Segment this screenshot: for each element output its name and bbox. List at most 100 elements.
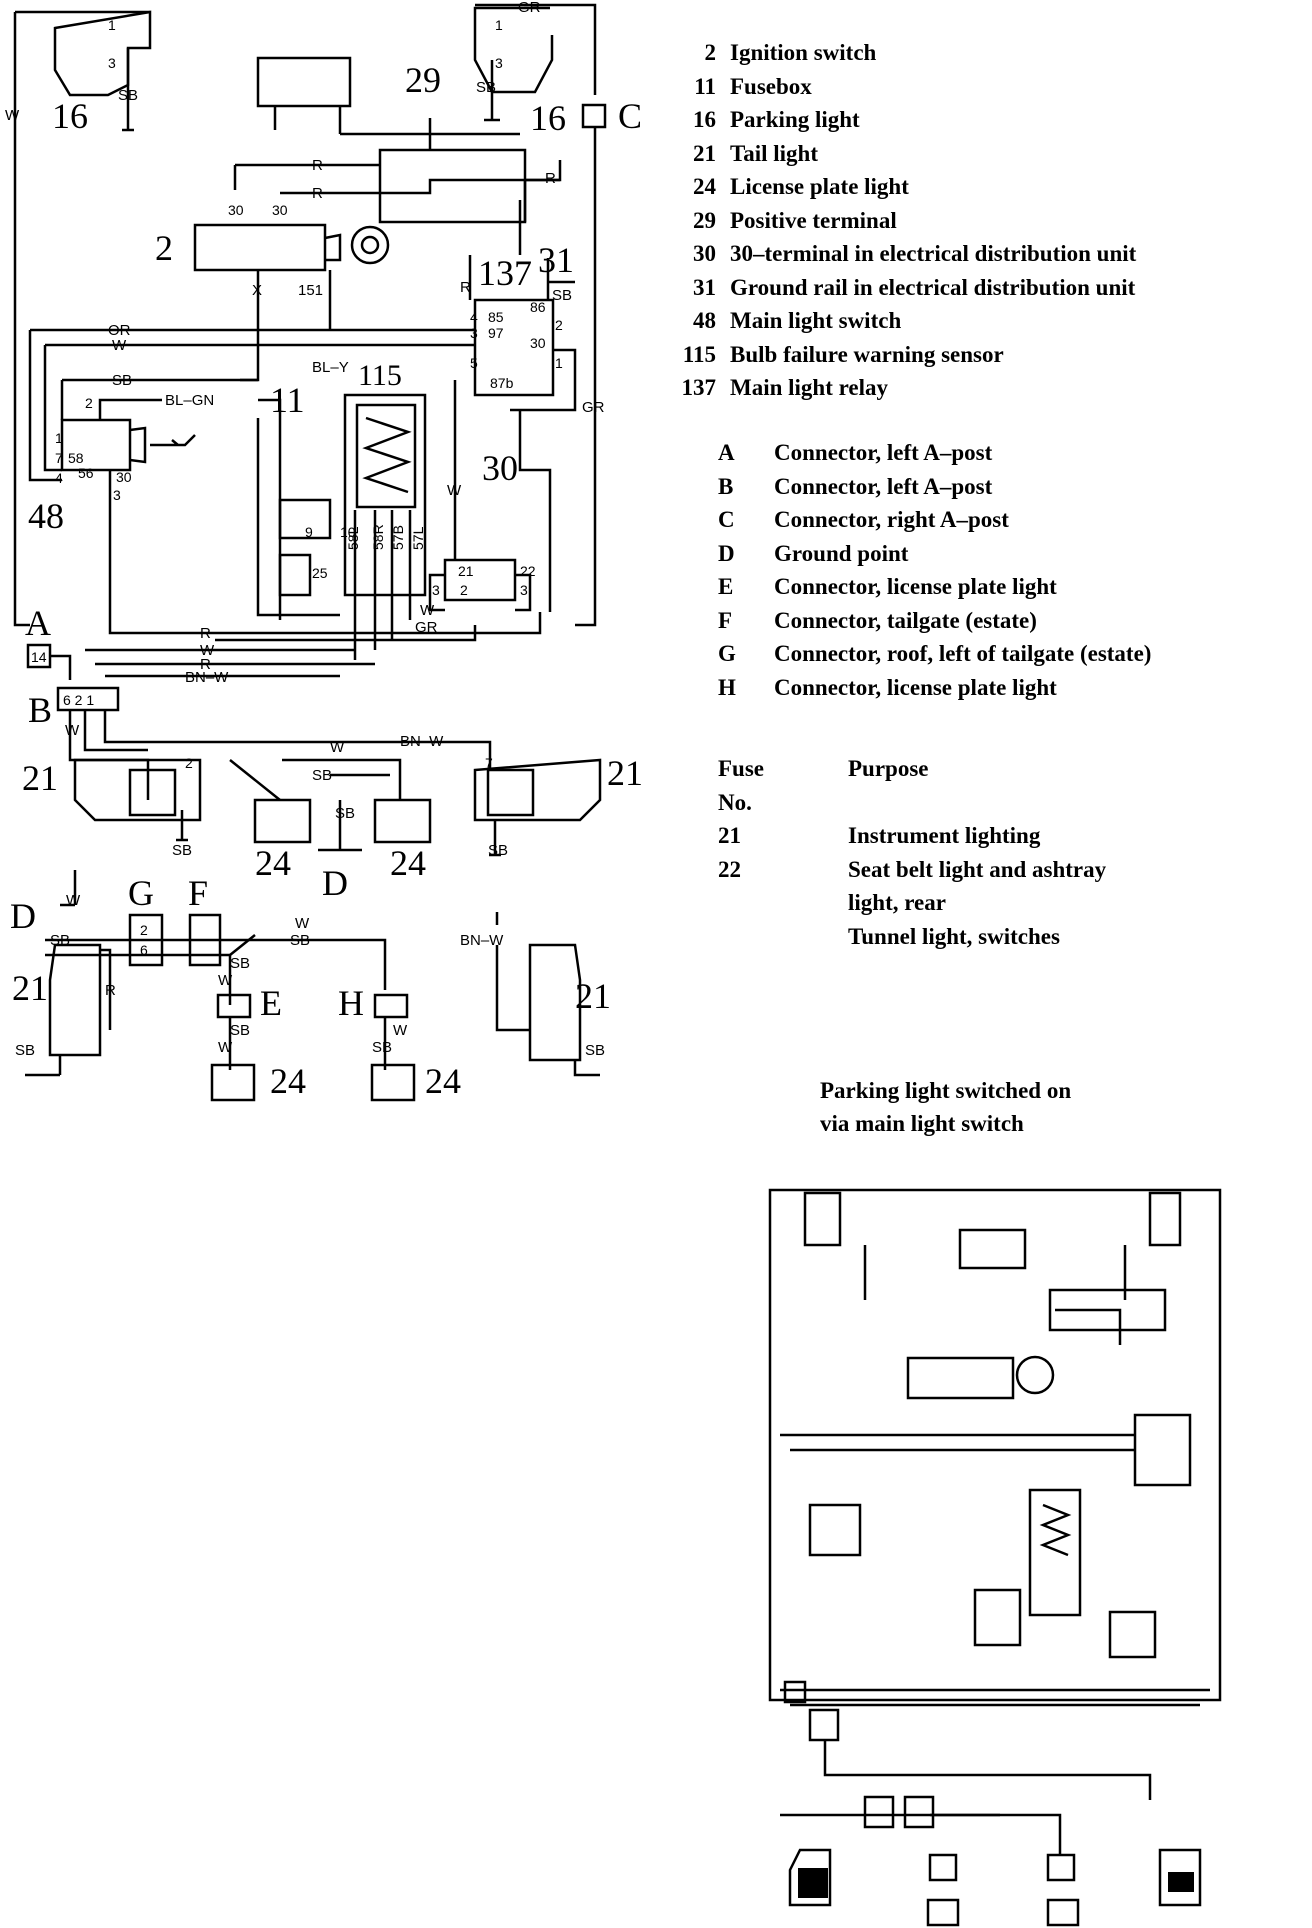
pin-58l: 58L [345, 526, 361, 550]
legend-num: 29 [693, 207, 716, 233]
wire-label-w: W [112, 337, 127, 354]
label-29: 29 [405, 60, 441, 100]
wire-label-sb3: SB [335, 805, 355, 822]
pin-57l: 57L [410, 526, 426, 550]
wire-label-sb2: SB [312, 767, 332, 784]
legend-num: 21 [693, 140, 716, 166]
wire-label-sb11: SB [15, 1042, 35, 1059]
pin-1-relay: 1 [555, 355, 563, 371]
pin-21: 21 [458, 563, 474, 579]
fuse-purpose: light, rear [848, 890, 946, 915]
pin-2-switch: 2 [85, 395, 93, 411]
legend-num: 16 [693, 107, 716, 132]
wire-label-sb8: SB [230, 955, 250, 972]
connector-id: D [718, 540, 735, 566]
wire-label-w4: W [65, 722, 80, 739]
pin-3-left: 3 [108, 55, 116, 71]
pin-1-right: 1 [495, 17, 503, 33]
connector-desc: Connector, left A–post [774, 473, 993, 499]
wire-label-sb4: SB [172, 842, 192, 859]
fuse-purpose: Seat belt light and ashtray [848, 856, 1107, 882]
wire-label-sb-left: SB [118, 87, 138, 104]
wire-label-r5: R [200, 625, 211, 642]
pin-58r: 58R [370, 524, 386, 550]
legend-desc: Main light switch [730, 308, 902, 333]
wire-label-sb-31: SB [552, 287, 572, 304]
label-D-estate: D [10, 896, 36, 936]
pin-9-fuse: 9 [305, 524, 313, 540]
wire-label-sb12: SB [585, 1042, 605, 1059]
wire-label-sb9: SB [230, 1022, 250, 1039]
pin-57b: 57B [390, 525, 406, 550]
connector-id: A [718, 440, 735, 465]
label-16-left: 16 [52, 96, 88, 136]
wire-label-w9: W [218, 1039, 233, 1056]
pin-2-tail: 2 [185, 755, 193, 771]
legend-num: 115 [682, 341, 716, 367]
wire-label-w5: W [330, 739, 345, 756]
pin-3-relay: 3 [470, 325, 478, 341]
connector-desc: Connector, tailgate (estate) [774, 607, 1037, 633]
label-137: 137 [478, 253, 532, 293]
pin-97: 97 [488, 325, 504, 341]
pin-3-switch: 3 [113, 487, 121, 503]
label-C: C [618, 96, 642, 136]
thumb-tail-lit-left [798, 1868, 828, 1898]
legend-desc: Tail light [730, 140, 818, 166]
label-D: D [322, 863, 348, 903]
legend-desc: Positive terminal [730, 207, 897, 233]
wire-label-bn-w: BN–W [185, 669, 229, 686]
wire-label-w7: W [295, 915, 310, 932]
label-16-right: 16 [530, 98, 566, 138]
wire-label-sb10: SB [372, 1039, 392, 1056]
legend-num: 11 [694, 73, 716, 99]
wire-label-gr-right: GR [582, 399, 605, 416]
pin-4-relay: 4 [470, 309, 478, 325]
connector-desc: Connector, roof, left of tailgate (estat… [774, 641, 1152, 666]
pin-2-relay: 2 [555, 317, 563, 333]
fuse-no: 21 [718, 823, 741, 848]
fuse-row: 21 Instrument lighting [718, 819, 1106, 853]
pin-22: 22 [520, 563, 536, 579]
caption-line: Parking light switched on [820, 1078, 1072, 1103]
legend-num: 24 [693, 174, 716, 199]
label-21-right: 21 [607, 753, 643, 793]
pin-14-a: 14 [31, 649, 47, 665]
wire-label-w6: W [66, 892, 81, 909]
pin-30-relay: 30 [530, 335, 546, 351]
pin-30-a: 30 [228, 202, 244, 218]
wire-label-151: 151 [298, 282, 323, 299]
pin-3-right: 3 [495, 55, 503, 71]
legend-row: 29 Positive terminal [650, 204, 1136, 238]
wire-label-bl-y: BL–Y [312, 359, 349, 376]
connector-desc: Connector, left A–post [774, 440, 993, 465]
wire-label-x: X [252, 282, 262, 299]
fuse-no: 22 [718, 856, 741, 882]
fuse-purpose: Tunnel light, switches [848, 923, 1060, 949]
legend-desc: Ignition switch [730, 40, 877, 65]
fuse-header-row: Fuse Purpose [718, 752, 1106, 786]
wire-label-r2: R [312, 185, 323, 202]
wire-label-sb7: SB [290, 932, 310, 949]
wire-label-bn-w3: BN–W [460, 932, 504, 949]
connector-desc: Connector, license plate light [774, 674, 1057, 700]
connector-row: A Connector, left A–post [718, 436, 1151, 470]
label-24-left: 24 [255, 843, 291, 883]
wire-label-w-relay: W [447, 482, 462, 499]
label-21-estate-left: 21 [12, 968, 48, 1008]
caption-line: via main light switch [820, 1111, 1024, 1136]
label-2: 2 [155, 228, 173, 268]
wire-label-gr-top: GR [518, 0, 541, 16]
label-E: E [260, 983, 282, 1023]
fuse-table: Fuse Purpose No. 21 Instrument lighting … [718, 752, 1106, 953]
connector-id: E [718, 574, 734, 599]
pin-2-g: 2 [140, 922, 148, 938]
